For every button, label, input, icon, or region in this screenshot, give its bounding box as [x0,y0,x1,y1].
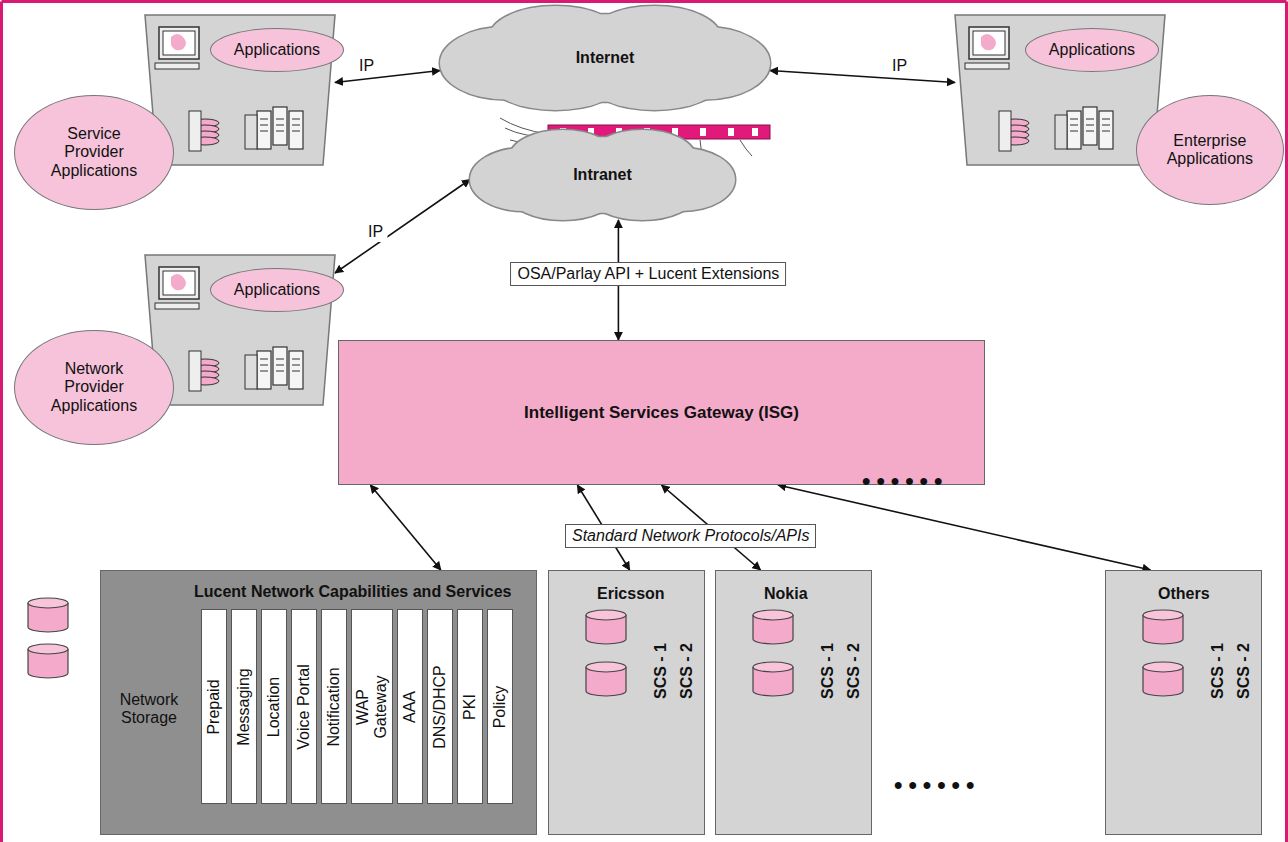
gateway-box: Intelligent Services Gateway (ISG) [338,340,985,485]
capability-box: Voice Portal [291,609,317,804]
application-ellipse: Enterprise Applications [1136,95,1284,205]
application-ellipse: Applications [1025,28,1160,72]
storage-cylinder [27,643,69,679]
capability-box: Messaging [231,609,257,804]
node-label: Network Provider Applications [42,360,146,415]
sub-label: SCS - 2 [678,643,696,699]
vendor-title: Lucent Network Capabilities and Services [194,583,511,601]
edge-label: IP [888,56,911,76]
storage-cylinder [752,661,794,697]
storage-cylinder [1142,661,1184,697]
capability-box: Prepaid [201,609,227,804]
capability-name: DNS/DHCP [431,665,449,749]
capability-box: Location [261,609,287,804]
vendor-box: OthersSCS - 1 SCS - 2 [1105,570,1262,835]
vendor-box: EricssonSCS - 1 SCS - 2 [548,570,705,835]
storage-cylinder [752,609,794,645]
node-label: Intelligent Services Gateway (ISG) [524,403,799,423]
capability-name: Notification [325,667,343,746]
cylinder-top [586,662,626,672]
node-label: Enterprise Applications [1162,132,1258,169]
node-label: Service Provider Applications [42,125,146,180]
connector-arrow [335,180,470,274]
vendor-title: Ericsson [597,585,665,603]
edge-label: IP [364,222,387,242]
protocol-label: Standard Network Protocols/APIs [565,524,816,548]
storage-cylinder [1142,609,1184,645]
capability-name: Messaging [235,668,253,745]
workstation-panel: ApplicationsService Provider Application… [145,15,335,165]
vendor-title: Nokia [764,585,808,603]
edge-label: OSA/Parlay API + Lucent Extensions [510,262,786,286]
vendor-box: Lucent Network Capabilities and Services… [100,570,537,835]
network-cloud: Internet [440,6,770,110]
capability-box: AAA [397,609,423,804]
application-ellipse: Applications [210,28,345,72]
capability-name: Voice Portal [295,664,313,749]
sub-label: SCS - 1 [1209,643,1227,699]
connector-arrow [770,70,955,82]
node-label: Intranet [573,166,632,184]
capability-name: Policy [491,685,509,728]
application-ellipse: Network Provider Applications [14,330,174,445]
capability-box: PKI [457,609,483,804]
workstation-panel: ApplicationsEnterprise Applications [955,15,1165,165]
application-ellipse: Applications [210,268,345,312]
cylinder-top [586,610,626,620]
storage-cylinder [585,609,627,645]
vendor-box: NokiaSCS - 1 SCS - 2 [715,570,872,835]
sub-label: SCS - 2 [1235,643,1253,699]
cylinder-top [753,662,793,672]
cylinder-top [28,644,68,654]
workstation-panel: ApplicationsNetwork Provider Application… [145,255,335,405]
node-label: Applications [234,281,320,299]
capability-box: Policy [487,609,513,804]
connector-arrow [335,70,440,82]
capability-name: Prepaid [205,679,223,734]
cylinder-top [1143,610,1183,620]
cylinder-top [1143,662,1183,672]
connector-arrow [778,485,1151,570]
application-ellipse: Service Provider Applications [14,95,174,210]
network-cloud: Intranet [470,130,735,220]
node-label: Applications [1049,41,1135,59]
sub-label: SCS - 2 [845,643,863,699]
sub-label: SCS - 1 [652,643,670,699]
node-label: Applications [234,41,320,59]
connector-arrow [370,485,441,570]
edge-label: IP [355,56,378,76]
capability-name: PKI [461,694,479,720]
cylinder-top [28,598,68,608]
capability-box: DNS/DHCP [427,609,453,804]
sub-label: SCS - 1 [819,643,837,699]
vendor-title: Others [1158,585,1210,603]
storage-cylinder [27,597,69,633]
sub-label: Network Storage [107,691,191,728]
capability-name: AAA [401,690,419,722]
ellipsis-dots: •••••• [890,770,984,800]
cylinder-top [753,610,793,620]
capability-name: WAP Gateway [354,671,391,743]
storage-cylinder [585,661,627,697]
ellipsis-dots: •••••• [858,466,952,496]
capability-box: Notification [321,609,347,804]
node-label: Internet [576,49,635,67]
capability-name: Location [265,676,283,737]
panel-shape [955,15,1165,165]
capability-box: WAP Gateway [351,609,393,804]
